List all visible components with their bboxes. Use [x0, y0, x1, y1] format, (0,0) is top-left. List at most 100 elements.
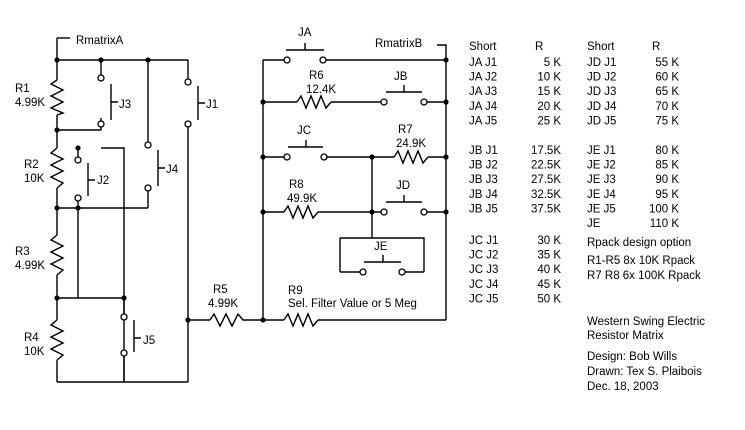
- r2-name: R2: [24, 159, 39, 171]
- switch-jc: [283, 140, 328, 161]
- title-line-1: Western Swing Electric: [587, 316, 705, 328]
- resistor-r3: [49, 234, 65, 276]
- table-left-short-cell: JC J2: [469, 250, 498, 262]
- table-left-r-cell: 40 K: [537, 264, 561, 276]
- table-right-r-cell: 65 K: [655, 86, 679, 98]
- r8-value: 49.9K: [287, 193, 317, 205]
- table-right-short-cell: JD J2: [587, 72, 616, 84]
- resistor-r8: [283, 204, 319, 220]
- title-line-2: Resistor Matrix: [587, 330, 664, 342]
- table-right-r-cell: 100 K: [649, 203, 679, 215]
- switch-j3: [97, 74, 118, 128]
- j4-label: J4: [166, 164, 179, 176]
- jb-label: JB: [394, 71, 408, 83]
- resistor-r6: [296, 94, 332, 110]
- table-left-short-cell: JC J5: [469, 293, 498, 305]
- table-right-r-cell: 95 K: [655, 189, 679, 201]
- r2-value: 10K: [24, 173, 45, 185]
- table-left-short-cell: JB J5: [469, 203, 498, 215]
- r6-name: R6: [309, 70, 324, 82]
- table-left-r-cell: 5 K: [544, 57, 562, 69]
- table-right-short-cell: JD J5: [587, 115, 616, 127]
- table-left-short-cell: JB J3: [469, 174, 498, 186]
- resistor-r1: [49, 79, 65, 116]
- table-right-short-cell: JE J2: [587, 160, 616, 172]
- table-right-r-cell: 90 K: [655, 174, 679, 186]
- table-left-r-cell: 10 K: [537, 72, 561, 84]
- junction-dots-left: [54, 57, 266, 323]
- table-right-short-cell: JD J1: [587, 57, 616, 69]
- table-left-r-cell: 30 K: [537, 235, 561, 247]
- title-block: Rpack design option R1-R5 8x 10K Rpack R…: [587, 237, 705, 393]
- rpack-line-2: R7 R8 6x 100K Rpack: [587, 270, 701, 282]
- table-right-r-cell: 110 K: [650, 218, 680, 230]
- table-left-short-cell: JA J4: [469, 101, 498, 113]
- table-right-r-cell: 85 K: [655, 160, 679, 172]
- table-right-short-cell: JE J4: [587, 189, 616, 201]
- design-credit: Design: Bob Wills: [587, 351, 677, 363]
- table-left-short-cell: JB J4: [469, 189, 498, 201]
- r4-value: 10K: [24, 346, 45, 358]
- jc-label: JC: [297, 125, 311, 137]
- j2-label: J2: [97, 175, 109, 187]
- r6-value: 12.4K: [306, 84, 336, 96]
- table-left-short-cell: JC J4: [469, 279, 499, 291]
- table-left-short-cell: JA J3: [469, 86, 497, 98]
- table-left-short-cell: JA J2: [469, 72, 497, 84]
- table-header-r-right: R: [652, 41, 660, 53]
- table-left-r-cell: 45 K: [537, 279, 561, 291]
- table-left-r-cell: 35 K: [537, 250, 561, 262]
- table-header-short-right: Short: [587, 41, 615, 53]
- table-left-r-cell: 20 K: [537, 101, 561, 113]
- r9-value: Sel. Filter Value or 5 Meg: [288, 298, 417, 310]
- switch-jd: [380, 195, 428, 216]
- table-left-r-cell: 17.5K: [531, 145, 561, 157]
- r5-name: R5: [213, 284, 228, 296]
- switch-je: [359, 255, 406, 276]
- rpack-title: Rpack design option: [587, 237, 691, 249]
- table-right-short-cell: JE J5: [587, 203, 616, 215]
- r9-name: R9: [288, 285, 303, 297]
- r3-value: 4.99K: [15, 260, 45, 272]
- resistor-r4: [49, 319, 65, 361]
- resistor-r2: [49, 147, 65, 189]
- switch-ja: [283, 43, 327, 64]
- table-header-r-left: R: [535, 41, 543, 53]
- r4-name: R4: [24, 332, 39, 344]
- table-left-short-cell: JC J3: [469, 264, 498, 276]
- resistor-r5: [209, 312, 263, 328]
- junction-dots-right: [260, 57, 449, 215]
- r1-value: 4.99K: [15, 97, 45, 109]
- table-right-short-cell: JE: [587, 218, 601, 230]
- rmatrix-a-label: RmatrixA: [76, 35, 124, 47]
- table-left-short-cell: JC J1: [469, 235, 498, 247]
- table-right-r-cell: 70 K: [655, 101, 679, 113]
- resistor-r7: [393, 149, 429, 165]
- table-left-r-cell: 22.5K: [531, 160, 561, 172]
- drawing-date: Dec. 18, 2003: [587, 381, 659, 393]
- table-right-r-cell: 55 K: [655, 57, 679, 69]
- table-left-r-cell: 32.5K: [531, 189, 561, 201]
- j1-label: J1: [206, 99, 218, 111]
- table-right-r-cell: 75 K: [655, 115, 679, 127]
- resistor-r9: [283, 312, 319, 328]
- table-left-short-cell: JB J1: [469, 145, 498, 157]
- table-left-short-cell: JA J5: [469, 115, 497, 127]
- r8-name: R8: [289, 179, 304, 191]
- switch-j2: [74, 156, 95, 202]
- table-left-r-cell: 27.5K: [531, 174, 561, 186]
- drawn-credit: Drawn: Tex S. Plaibois: [587, 366, 702, 378]
- table-right-short-cell: JD J3: [587, 86, 616, 98]
- table-left-short-cell: JA J1: [469, 57, 497, 69]
- je-label: JE: [374, 241, 388, 253]
- ja-label: JA: [298, 27, 312, 39]
- rpack-line-1: R1-R5 8x 10K Rpack: [587, 255, 695, 267]
- switch-j1: [184, 78, 205, 128]
- table-left-r-cell: 50 K: [537, 293, 561, 305]
- table-left-r-cell: 37.5K: [531, 203, 561, 215]
- r7-value: 24.9K: [396, 138, 426, 150]
